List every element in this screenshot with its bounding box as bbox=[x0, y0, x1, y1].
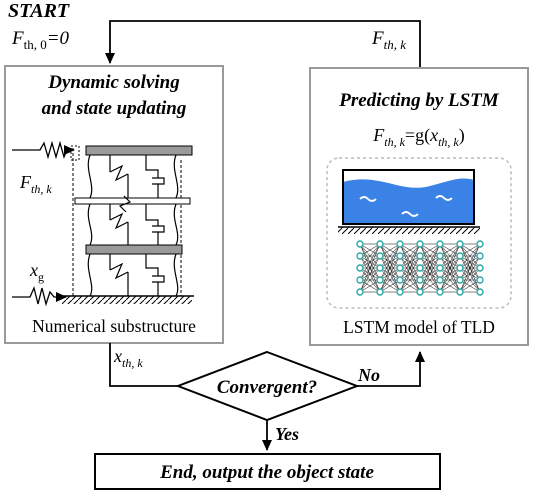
tld-tank-icon bbox=[338, 169, 480, 234]
nn-node bbox=[456, 264, 464, 272]
nn-node bbox=[476, 252, 484, 260]
left-box-caption: Numerical substructure bbox=[32, 316, 196, 336]
nn-node bbox=[456, 276, 464, 284]
nn-node bbox=[396, 276, 404, 284]
f-feedback-label: Fth, k bbox=[371, 28, 406, 52]
nn-node bbox=[436, 288, 444, 296]
left-force-label: Fth, k bbox=[19, 172, 52, 196]
structure-frame-drawing bbox=[60, 145, 194, 304]
lstm-prediction-box: Predicting by LSTM Fth, k=g(xth, k) LSTM… bbox=[309, 67, 529, 346]
nn-node bbox=[416, 264, 424, 272]
nn-node bbox=[376, 288, 384, 296]
start-label: START bbox=[8, 0, 70, 22]
tld-model-frame bbox=[326, 157, 512, 309]
nn-node bbox=[416, 240, 424, 248]
feedback-arrow-top bbox=[105, 20, 421, 68]
end-box bbox=[94, 453, 441, 490]
nn-node bbox=[476, 264, 484, 272]
nn-node bbox=[436, 264, 444, 272]
x-state-label: xth, k bbox=[113, 346, 143, 370]
nn-node bbox=[436, 276, 444, 284]
ground-excitation-icon bbox=[12, 286, 60, 307]
nn-node bbox=[416, 252, 424, 260]
left-box-title-line2: and state updating bbox=[42, 98, 187, 119]
neural-network-icon bbox=[356, 240, 484, 296]
left-box-title-line1: Dynamic solving bbox=[47, 72, 179, 93]
ground-motion-label: xg bbox=[29, 260, 44, 284]
nn-node bbox=[476, 288, 484, 296]
nn-node bbox=[436, 252, 444, 260]
no-label: No bbox=[357, 365, 380, 385]
nn-node bbox=[416, 288, 424, 296]
nn-node bbox=[456, 252, 464, 260]
nn-node bbox=[376, 276, 384, 284]
nn-node bbox=[396, 288, 404, 296]
nn-node bbox=[356, 288, 364, 296]
right-box-title: Predicting by LSTM bbox=[338, 90, 499, 111]
nn-node bbox=[476, 240, 484, 248]
nn-node bbox=[396, 252, 404, 260]
nn-node bbox=[436, 240, 444, 248]
force-spring-icon bbox=[12, 140, 68, 160]
lstm-equation: Fth, k=g(xth, k) bbox=[372, 125, 465, 149]
nn-node bbox=[376, 264, 384, 272]
nn-node bbox=[356, 252, 364, 260]
nn-node bbox=[356, 264, 364, 272]
flow-left-to-decision bbox=[109, 343, 178, 387]
nn-node bbox=[456, 288, 464, 296]
nn-node bbox=[396, 264, 404, 272]
nn-node bbox=[376, 240, 384, 248]
numerical-substructure-box: Dynamic solving and state updating bbox=[4, 65, 224, 344]
f-init-label: Fth, 0=0 bbox=[11, 28, 70, 52]
decision-label: Convergent? bbox=[217, 377, 317, 398]
nn-node bbox=[456, 240, 464, 248]
nn-node bbox=[376, 252, 384, 260]
nn-node bbox=[356, 240, 364, 248]
nn-node bbox=[356, 276, 364, 284]
right-box-caption: LSTM model of TLD bbox=[343, 317, 495, 337]
flow-no-branch bbox=[357, 351, 425, 387]
end-label: End, output the object state bbox=[159, 462, 374, 483]
nn-node bbox=[476, 276, 484, 284]
nn-node bbox=[416, 276, 424, 284]
yes-label: Yes bbox=[275, 424, 299, 444]
nn-node bbox=[396, 240, 404, 248]
